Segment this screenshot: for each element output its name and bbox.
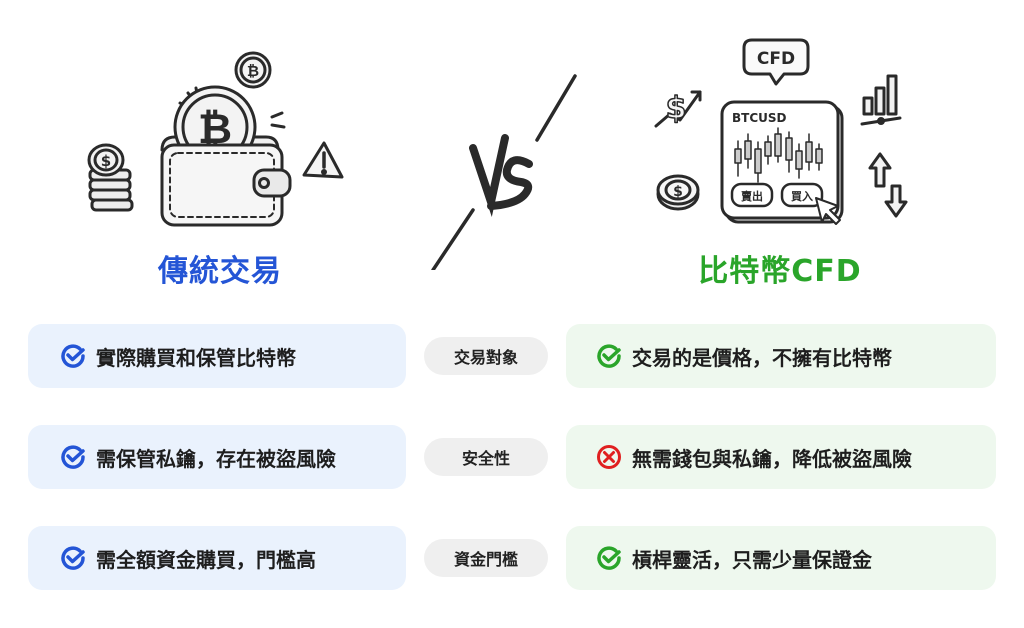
warning-triangle-icon (302, 141, 344, 179)
left-row-3: 需全額資金購買，門檻高 (28, 526, 406, 590)
x-circle-icon (597, 445, 621, 469)
left-row-1-text: 實際購買和保管比特幣 (96, 345, 296, 370)
check-circle-icon (61, 445, 85, 469)
cfd-speech-bubble-icon: CFD (742, 38, 810, 86)
svg-text:$: $ (666, 91, 687, 126)
vs-divider-icon: Vs (431, 74, 577, 270)
left-row-1: 實際購買和保管比特幣 (28, 324, 406, 388)
right-row-3-text: 槓桿靈活，只需少量保證金 (632, 547, 872, 572)
sell-button (730, 182, 774, 208)
category-pill-2: 安全性 (424, 438, 548, 476)
check-circle-icon (61, 344, 85, 368)
check-circle-icon (597, 344, 621, 368)
svg-text:買入: 買入 (791, 190, 813, 203)
svg-text:賣出: 賣出 (740, 189, 763, 203)
dollar-coin-icon: $ (656, 174, 700, 211)
right-row-1-text: 交易的是價格，不擁有比特幣 (632, 345, 892, 370)
left-row-3-text: 需全額資金購買，門檻高 (96, 547, 316, 572)
bar-chart-icon (860, 74, 902, 126)
category-pill-3: 資金門檻 (424, 539, 548, 577)
traditional-trading-title: 傳統交易 (158, 254, 282, 289)
dollar-trend-up-icon: $ (654, 90, 702, 128)
bitcoin-cfd-title: 比特幣CFD (698, 254, 862, 289)
cursor-icon (815, 197, 841, 225)
wallet-bitcoin-illustration: ₿ ₿ $ (87, 51, 344, 227)
right-row-3: 槓桿靈活，只需少量保證金 (566, 526, 996, 590)
candlestick-chart-icon (734, 127, 823, 183)
check-circle-icon (61, 546, 85, 570)
cfd-trading-illustration: CFD $ $ BTCUSD (654, 38, 908, 225)
right-row-2: 無需錢包與私鑰，降低被盜風險 (566, 425, 996, 489)
buy-button (780, 182, 824, 208)
bitcoin-coin-small-icon: ₿ (234, 51, 272, 89)
svg-text:₿: ₿ (247, 62, 259, 80)
left-row-2: 需保管私鑰，存在被盜風險 (28, 425, 406, 489)
svg-text:$: $ (673, 184, 683, 200)
coin-stack-icon: $ (87, 143, 134, 212)
category-pill-1: 交易對象 (424, 337, 548, 375)
right-row-1: 交易的是價格，不擁有比特幣 (566, 324, 996, 388)
btcusd-symbol: BTCUSD (732, 111, 787, 125)
left-row-2-text: 需保管私鑰，存在被盜風險 (96, 446, 336, 471)
right-row-2-text: 無需錢包與私鑰，降低被盜風險 (632, 446, 912, 471)
svg-text:CFD: CFD (757, 49, 795, 69)
svg-text:$: $ (101, 152, 111, 170)
up-down-arrows-icon (868, 152, 908, 218)
check-circle-icon (597, 546, 621, 570)
